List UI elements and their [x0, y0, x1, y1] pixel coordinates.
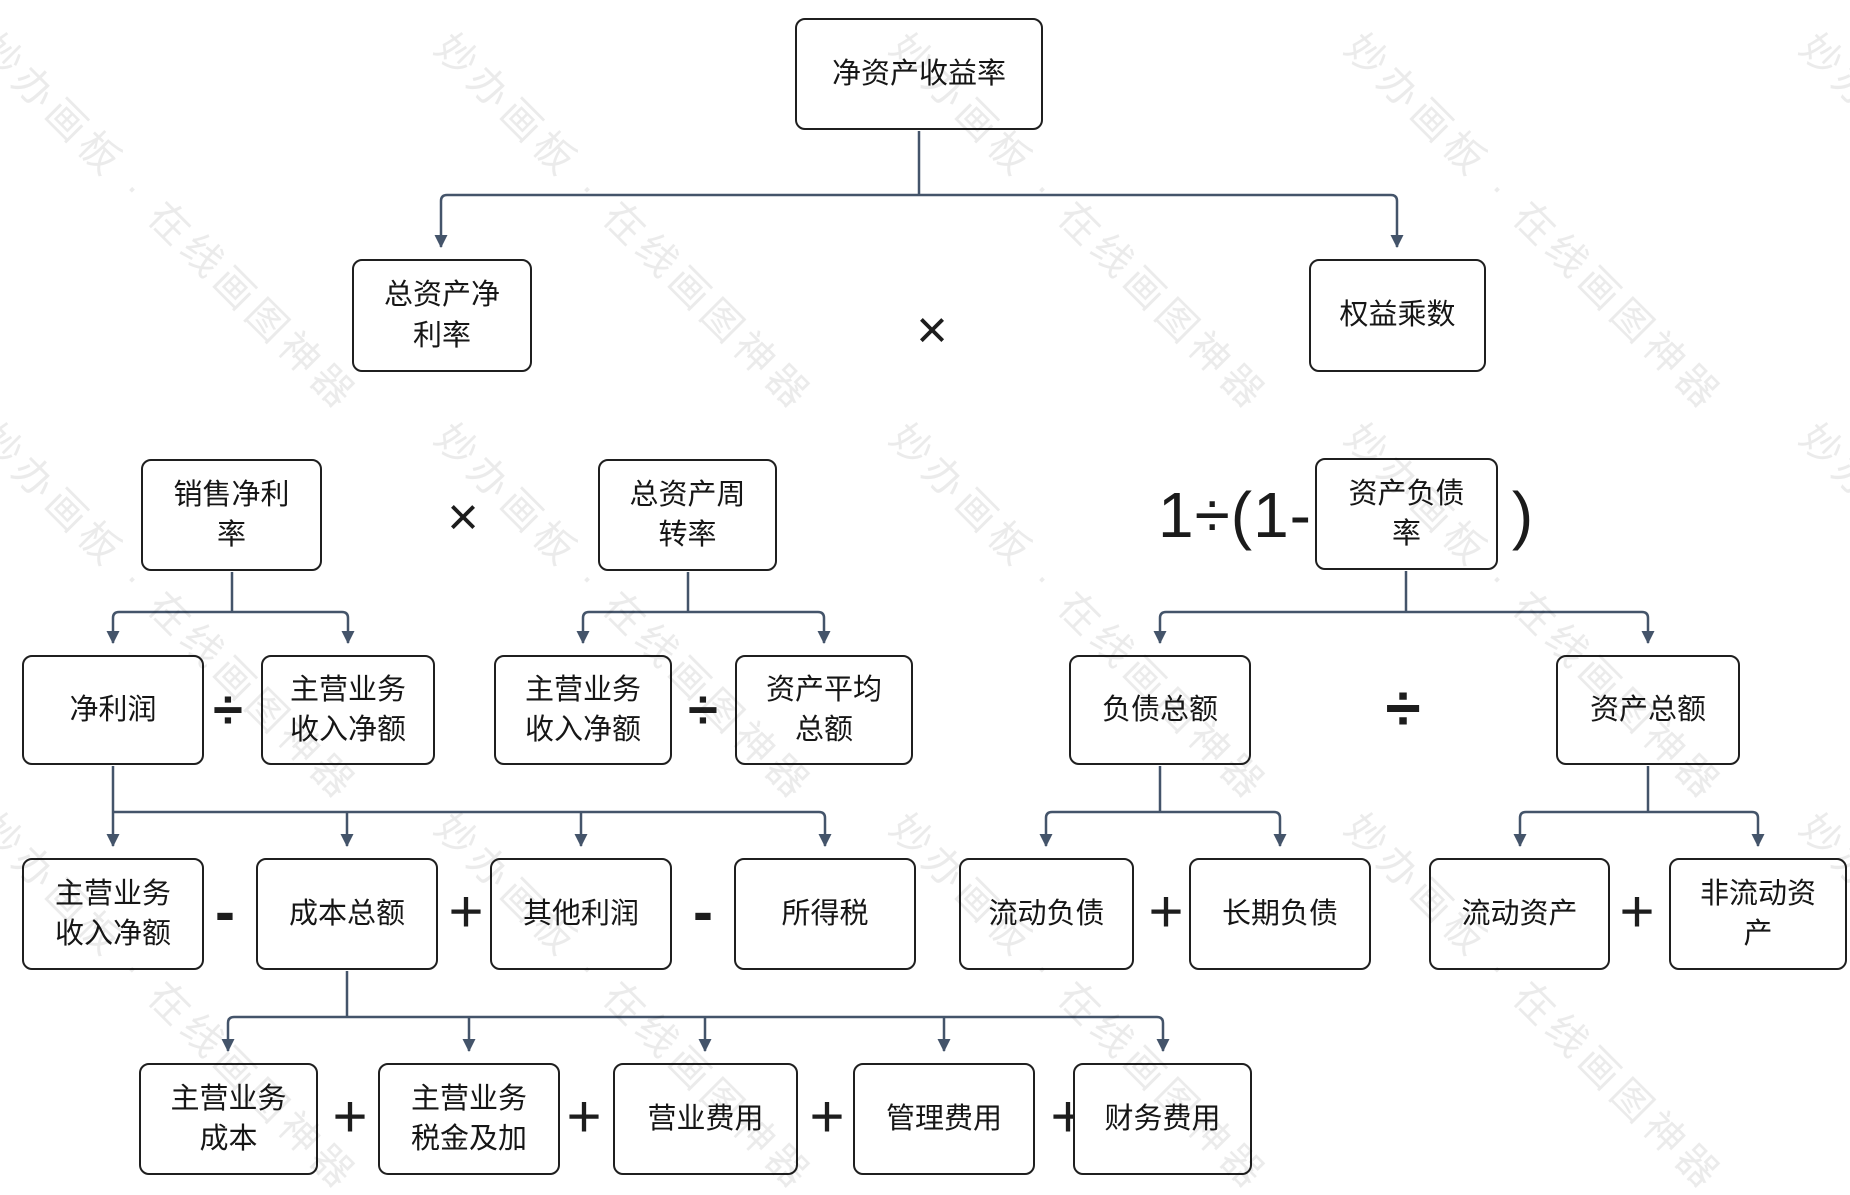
node-main-revenue-net-2: 主营业务 收入净额 [494, 655, 672, 765]
connector-roe-split [434, 131, 1404, 248]
multiply-operator-1: × [916, 300, 948, 360]
node-admin-expense: 管理费用 [853, 1063, 1035, 1175]
node-total-asset-net-margin: 总资产净 利率 [352, 259, 532, 372]
node-roe: 净资产收益率 [795, 18, 1043, 130]
node-financial-expense: 财务费用 [1073, 1063, 1252, 1175]
plus-operator-1: + [448, 878, 484, 945]
node-longterm-liabilities: 长期负债 [1189, 858, 1371, 970]
node-current-assets: 流动资产 [1429, 858, 1610, 970]
node-debt-asset-ratio: 资产负债 率 [1315, 458, 1498, 570]
minus-operator-1: - [215, 878, 235, 945]
plus-operator-6: + [809, 1083, 845, 1150]
node-equity-multiplier: 权益乘数 [1309, 259, 1486, 372]
node-total-liabilities: 负债总额 [1069, 655, 1251, 765]
node-operating-expense: 营业费用 [613, 1063, 798, 1175]
divide-operator-2: ÷ [688, 680, 718, 740]
node-main-tax-surcharge: 主营业务 税金及加 [378, 1063, 560, 1175]
connector-total-liabilities-split [1039, 766, 1287, 847]
connector-net-profit-split [106, 766, 832, 847]
node-total-asset-turnover: 总资产周 转率 [598, 459, 777, 571]
multiply-operator-2: × [447, 487, 479, 547]
formula-close-paren: ) [1511, 479, 1535, 551]
connector-asset-turnover-split [576, 572, 831, 644]
divide-operator-3: ÷ [1385, 672, 1421, 744]
node-main-revenue-net-1: 主营业务 收入净额 [261, 655, 435, 765]
node-current-liabilities: 流动负债 [959, 858, 1134, 970]
connector-total-assets-split [1513, 766, 1765, 847]
node-main-revenue-net-3: 主营业务 收入净额 [22, 858, 204, 970]
connector-debt-ratio-split [1153, 571, 1655, 644]
node-net-sales-margin: 销售净利 率 [141, 459, 322, 571]
node-main-cost: 主营业务 成本 [139, 1063, 318, 1175]
plus-operator-2: + [1148, 878, 1184, 945]
node-net-profit: 净利润 [22, 655, 204, 765]
node-avg-total-assets: 资产平均 总额 [735, 655, 913, 765]
plus-operator-3: + [1619, 878, 1655, 945]
plus-operator-4: + [332, 1083, 368, 1150]
divide-operator-1: ÷ [213, 680, 243, 740]
node-total-cost: 成本总额 [256, 858, 438, 970]
node-noncurrent-assets: 非流动资 产 [1669, 858, 1847, 970]
formula-prefix: 1÷(1- [1158, 479, 1312, 551]
minus-operator-2: - [693, 878, 713, 945]
plus-operator-5: + [566, 1083, 602, 1150]
node-other-profit: 其他利润 [490, 858, 672, 970]
connector-net-sales-margin-split [106, 572, 355, 644]
node-income-tax: 所得税 [734, 858, 916, 970]
node-total-assets: 资产总额 [1556, 655, 1740, 765]
connector-total-cost-split [221, 971, 1170, 1052]
